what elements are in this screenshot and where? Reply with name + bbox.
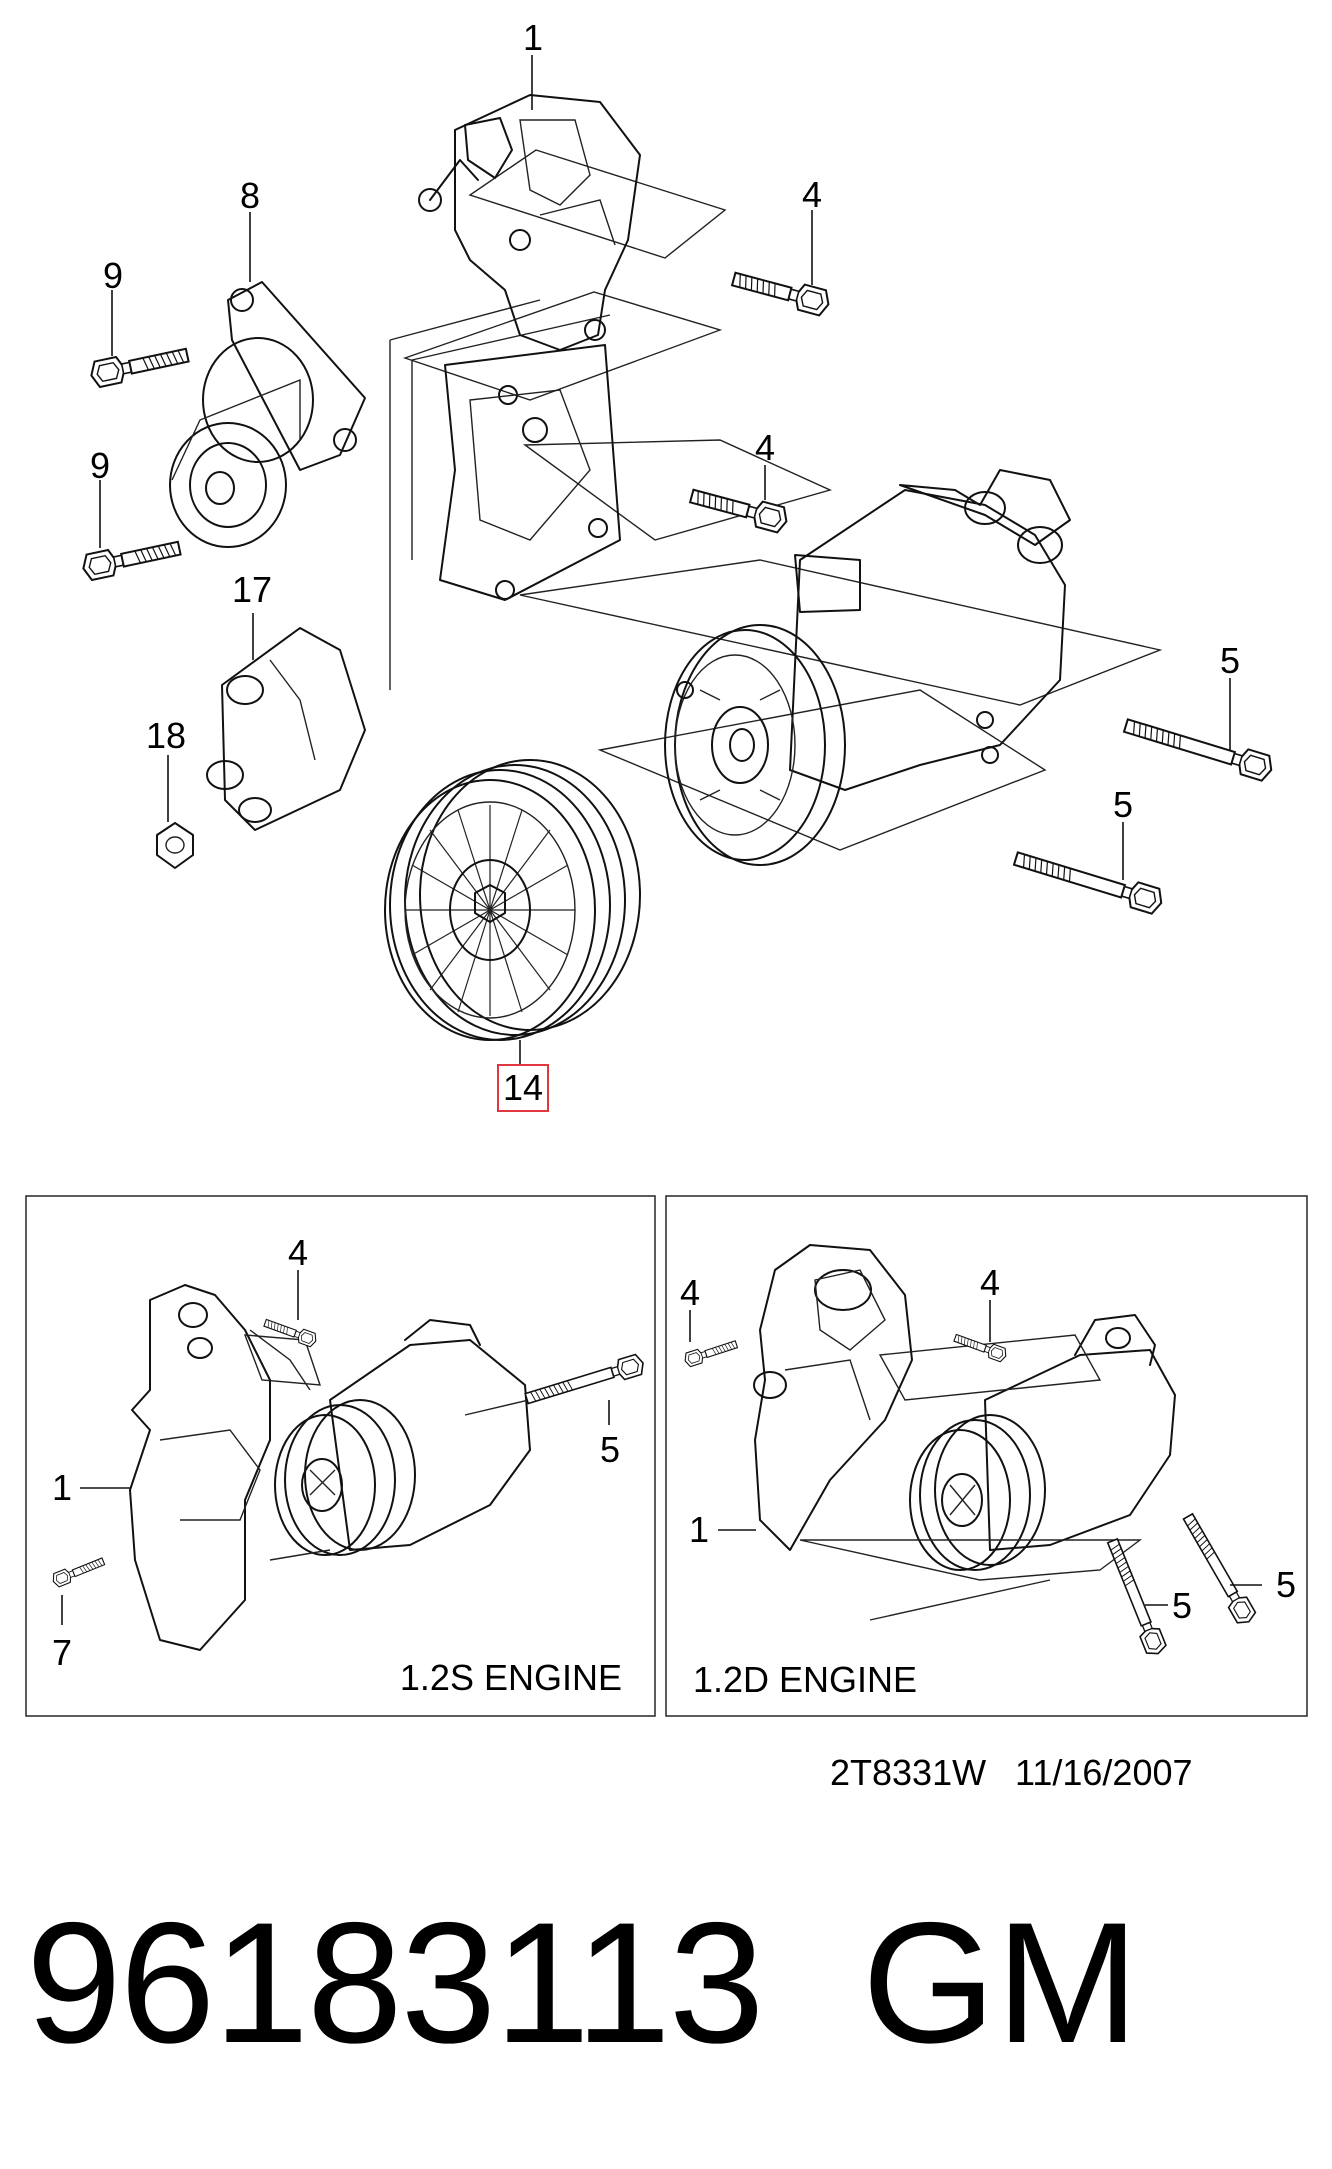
callout-idler-pulley-14: 14 (503, 1067, 543, 1108)
ac-compressor (664, 469, 1071, 866)
bolt-part-5-lower (1011, 845, 1167, 917)
inset-1-2d-engine: 4 4 1 5 5 1.2D ENGINE (665, 1195, 1308, 1717)
bolt-part-4-upper (729, 265, 833, 318)
callout-bracket-17: 17 (232, 569, 272, 610)
inset2-callout-bolt-5-right: 5 (1276, 1564, 1296, 1605)
nut-part-18 (156, 822, 194, 869)
callout-bolt-9-lower: 9 (90, 445, 110, 486)
leader-lines (99, 55, 1231, 1065)
brand-name: GM (862, 1887, 1140, 2079)
drawing-reference: 2T8331W 11/16/2007 (830, 1752, 1193, 1793)
inset2-callout-bolt-4-right: 4 (980, 1262, 1000, 1303)
callout-tensioner-8: 8 (240, 175, 260, 216)
callouts-main: 1 8 9 9 4 4 17 18 5 5 14 (90, 17, 1240, 1112)
assembly-outlines (389, 149, 1163, 851)
callout-bolt-5-lower: 5 (1113, 784, 1133, 825)
highlight-box-part-14 (497, 1064, 549, 1112)
inset1-callout-bolt-4: 4 (288, 1232, 308, 1273)
inset2-callout-bracket-1: 1 (689, 1509, 709, 1550)
inset2-callout-bolt-5-mid: 5 (1172, 1585, 1192, 1626)
part-number: 96183113 (26, 1887, 764, 2079)
idler-pulley-part-14 (384, 759, 641, 1041)
inset1-callout-bolt-7: 7 (52, 1632, 72, 1673)
callout-bracket-1: 1 (523, 17, 543, 58)
bolt-part-9-upper (87, 341, 191, 390)
bolt-part-5-upper (1121, 712, 1277, 784)
inset-1-2s-engine: 4 1 5 7 1.2S ENGINE (25, 1195, 656, 1717)
tensioner-part-8 (169, 281, 366, 548)
callout-bolt-4-upper: 4 (802, 174, 822, 215)
inset2-callout-bolt-4-left: 4 (680, 1272, 700, 1313)
callout-bolt-9-upper: 9 (103, 255, 123, 296)
callout-bolt-5-upper: 5 (1220, 640, 1240, 681)
mounting-bracket-part-1 (418, 94, 641, 351)
inset1-engine-label: 1.2S ENGINE (400, 1657, 622, 1698)
bracket-part-17 (206, 627, 366, 831)
compressor-mount-plate (439, 344, 621, 601)
callout-bolt-4-mid: 4 (755, 427, 775, 468)
reference-code: 2T8331W (830, 1752, 986, 1793)
inset2-engine-label: 1.2D ENGINE (693, 1659, 917, 1700)
inset1-callout-bolt-5: 5 (600, 1429, 620, 1470)
reference-date: 11/16/2007 (1015, 1752, 1193, 1793)
inset1-callout-bracket-1: 1 (52, 1467, 72, 1508)
bolt-part-9-lower (79, 534, 183, 583)
callout-nut-18: 18 (146, 715, 186, 756)
